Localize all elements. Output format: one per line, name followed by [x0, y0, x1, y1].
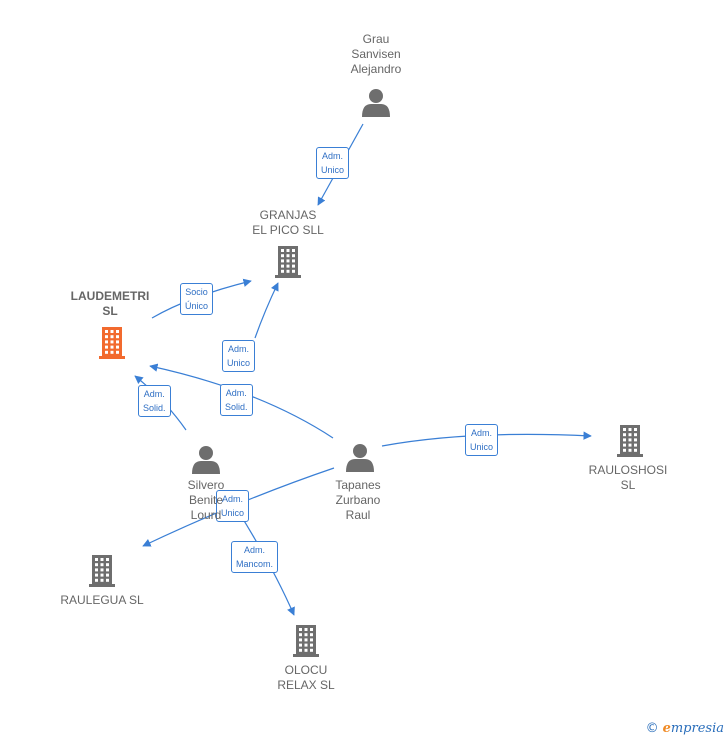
edge-label-tapanes-to-rauloshosi[interactable]: Adm. Unico: [465, 424, 499, 456]
edge-label-grau-to-granjas[interactable]: Adm. Unico: [316, 147, 350, 179]
node-label-tapanes[interactable]: Tapanes Zurbano Raul: [335, 478, 381, 522]
building-icon-raulegua[interactable]: [89, 555, 115, 587]
brand-e-icon: e: [662, 721, 671, 736]
building-icon-granjas[interactable]: [275, 246, 301, 278]
node-label-grau[interactable]: Grau Sanvisen Alejandro: [350, 32, 402, 76]
edge-silvero-to-granjas: [254, 282, 279, 339]
edge-label-silvero-to-granjas[interactable]: Adm. Unico: [222, 340, 256, 372]
person-icon-silvero[interactable]: [192, 446, 220, 474]
empresia-watermark: ©empresia: [646, 721, 724, 736]
node-label-rauloshosi[interactable]: RAULOSHOSI SL: [588, 463, 668, 492]
edge-label-tapanes-to-laudemetri[interactable]: Adm. Solid.: [220, 384, 253, 416]
node-label-granjas[interactable]: GRANJAS EL PICO SLL: [252, 208, 324, 237]
building-icon-rauloshosi[interactable]: [617, 425, 643, 457]
person-icon-grau[interactable]: [362, 89, 390, 117]
copyright-icon: ©: [645, 721, 659, 736]
node-label-raulegua[interactable]: RAULEGUA SL: [60, 593, 144, 607]
edge-label-silvero-to-laudemetri[interactable]: Adm. Solid.: [138, 385, 171, 417]
edge-label-tapanes-to-raulegua[interactable]: Adm. Unico: [216, 490, 250, 522]
node-label-silvero[interactable]: Silvero Benite Lourd: [187, 478, 225, 522]
node-label-laudemetri[interactable]: LAUDEMETRI SL: [70, 289, 150, 318]
person-icon-tapanes[interactable]: [346, 444, 374, 472]
building-icon-laudemetri[interactable]: [99, 327, 125, 359]
brand-name: mpresia: [670, 721, 724, 736]
edge-label-silvero-to-olocu[interactable]: Adm. Mancom.: [231, 541, 279, 573]
building-icon-olocu[interactable]: [293, 625, 319, 657]
edge-label-laudemetri-to-granjas[interactable]: Socio Único: [180, 283, 214, 315]
node-label-olocu[interactable]: OLOCU RELAX SL: [277, 663, 335, 692]
